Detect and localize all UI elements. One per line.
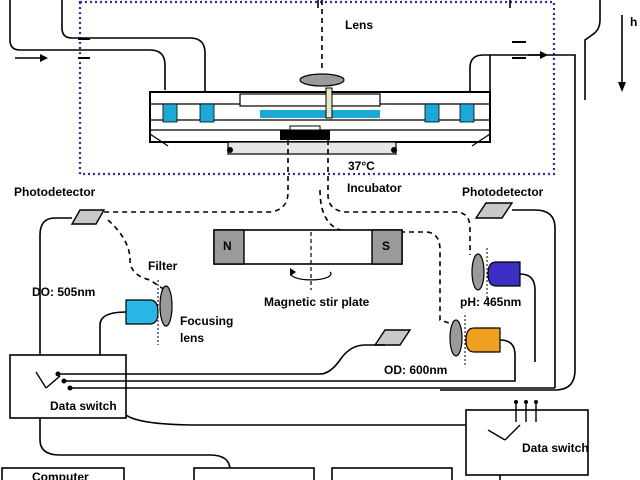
top-lens: [299, 73, 345, 87]
signal-line-1: [58, 344, 385, 375]
arrow-right-head: [540, 51, 548, 59]
arrow-left-head: [40, 54, 48, 62]
photodetector-right: [474, 202, 514, 219]
data-switch-right: [465, 409, 589, 476]
do-wire: [99, 311, 127, 355]
incubator-boundary: [78, 0, 556, 176]
fiber-od: [319, 189, 456, 326]
photodetector-right-label: Photodetector: [462, 185, 544, 199]
focusing-lens-label-1: Focusing: [180, 314, 233, 328]
fiber-left: [79, 140, 289, 219]
incubator-label: Incubator: [347, 181, 402, 195]
filter-label: Filter: [148, 259, 178, 273]
bottom-box-right: [331, 467, 453, 480]
data-switch-left-right-wire: [125, 414, 470, 426]
ph-label: pH: 465nm: [460, 295, 521, 309]
side-arrow-head: [618, 82, 626, 92]
magnet-n-label: N: [223, 239, 232, 253]
data-switch-left-bottom-wire: [39, 418, 231, 480]
od-lens: [449, 319, 463, 357]
photodetector-middle: [373, 329, 412, 346]
bottom-box-middle: [193, 467, 315, 480]
ph-wire: [519, 273, 536, 362]
photodetector-left-label: Photodetector: [14, 185, 96, 199]
signal-line-2: [64, 365, 516, 382]
edge-label-h: h: [630, 15, 637, 29]
computer-label: Computer: [32, 470, 89, 480]
ph-led: [487, 261, 521, 287]
lens-label: Lens: [345, 18, 373, 32]
do-label: DO: 505nm: [32, 285, 95, 299]
tubing-right-side: [584, 0, 601, 100]
data-switch-left-label: Data switch: [50, 399, 117, 413]
fiber-do: [107, 219, 166, 291]
stir-plate-label: Magnetic stir plate: [264, 295, 370, 309]
computer-box: [1, 467, 125, 480]
culture-chamber: [149, 87, 491, 155]
do-led: [125, 299, 159, 325]
data-switch-right-label: Data switch: [522, 441, 589, 455]
magnet-s-label: S: [382, 239, 390, 253]
tubing-left-outer: [9, 0, 166, 90]
temperature-label: 37°C: [348, 159, 375, 173]
fiber-right: [327, 140, 471, 255]
ph-lens: [471, 253, 485, 291]
tubing-right-outer: [440, 54, 576, 391]
od-label: OD: 600nm: [384, 363, 447, 377]
od-wire: [499, 339, 516, 365]
do-focusing-lens: [159, 285, 173, 327]
photodetector-left: [70, 209, 106, 225]
magnetic-stir-plate: [213, 229, 403, 290]
photodetector-left-wire: [39, 217, 72, 355]
tubing-left-inner: [61, 0, 206, 92]
photodetector-right-wire: [512, 209, 556, 388]
od-led: [465, 327, 501, 353]
focusing-lens-label-2: lens: [180, 331, 204, 345]
